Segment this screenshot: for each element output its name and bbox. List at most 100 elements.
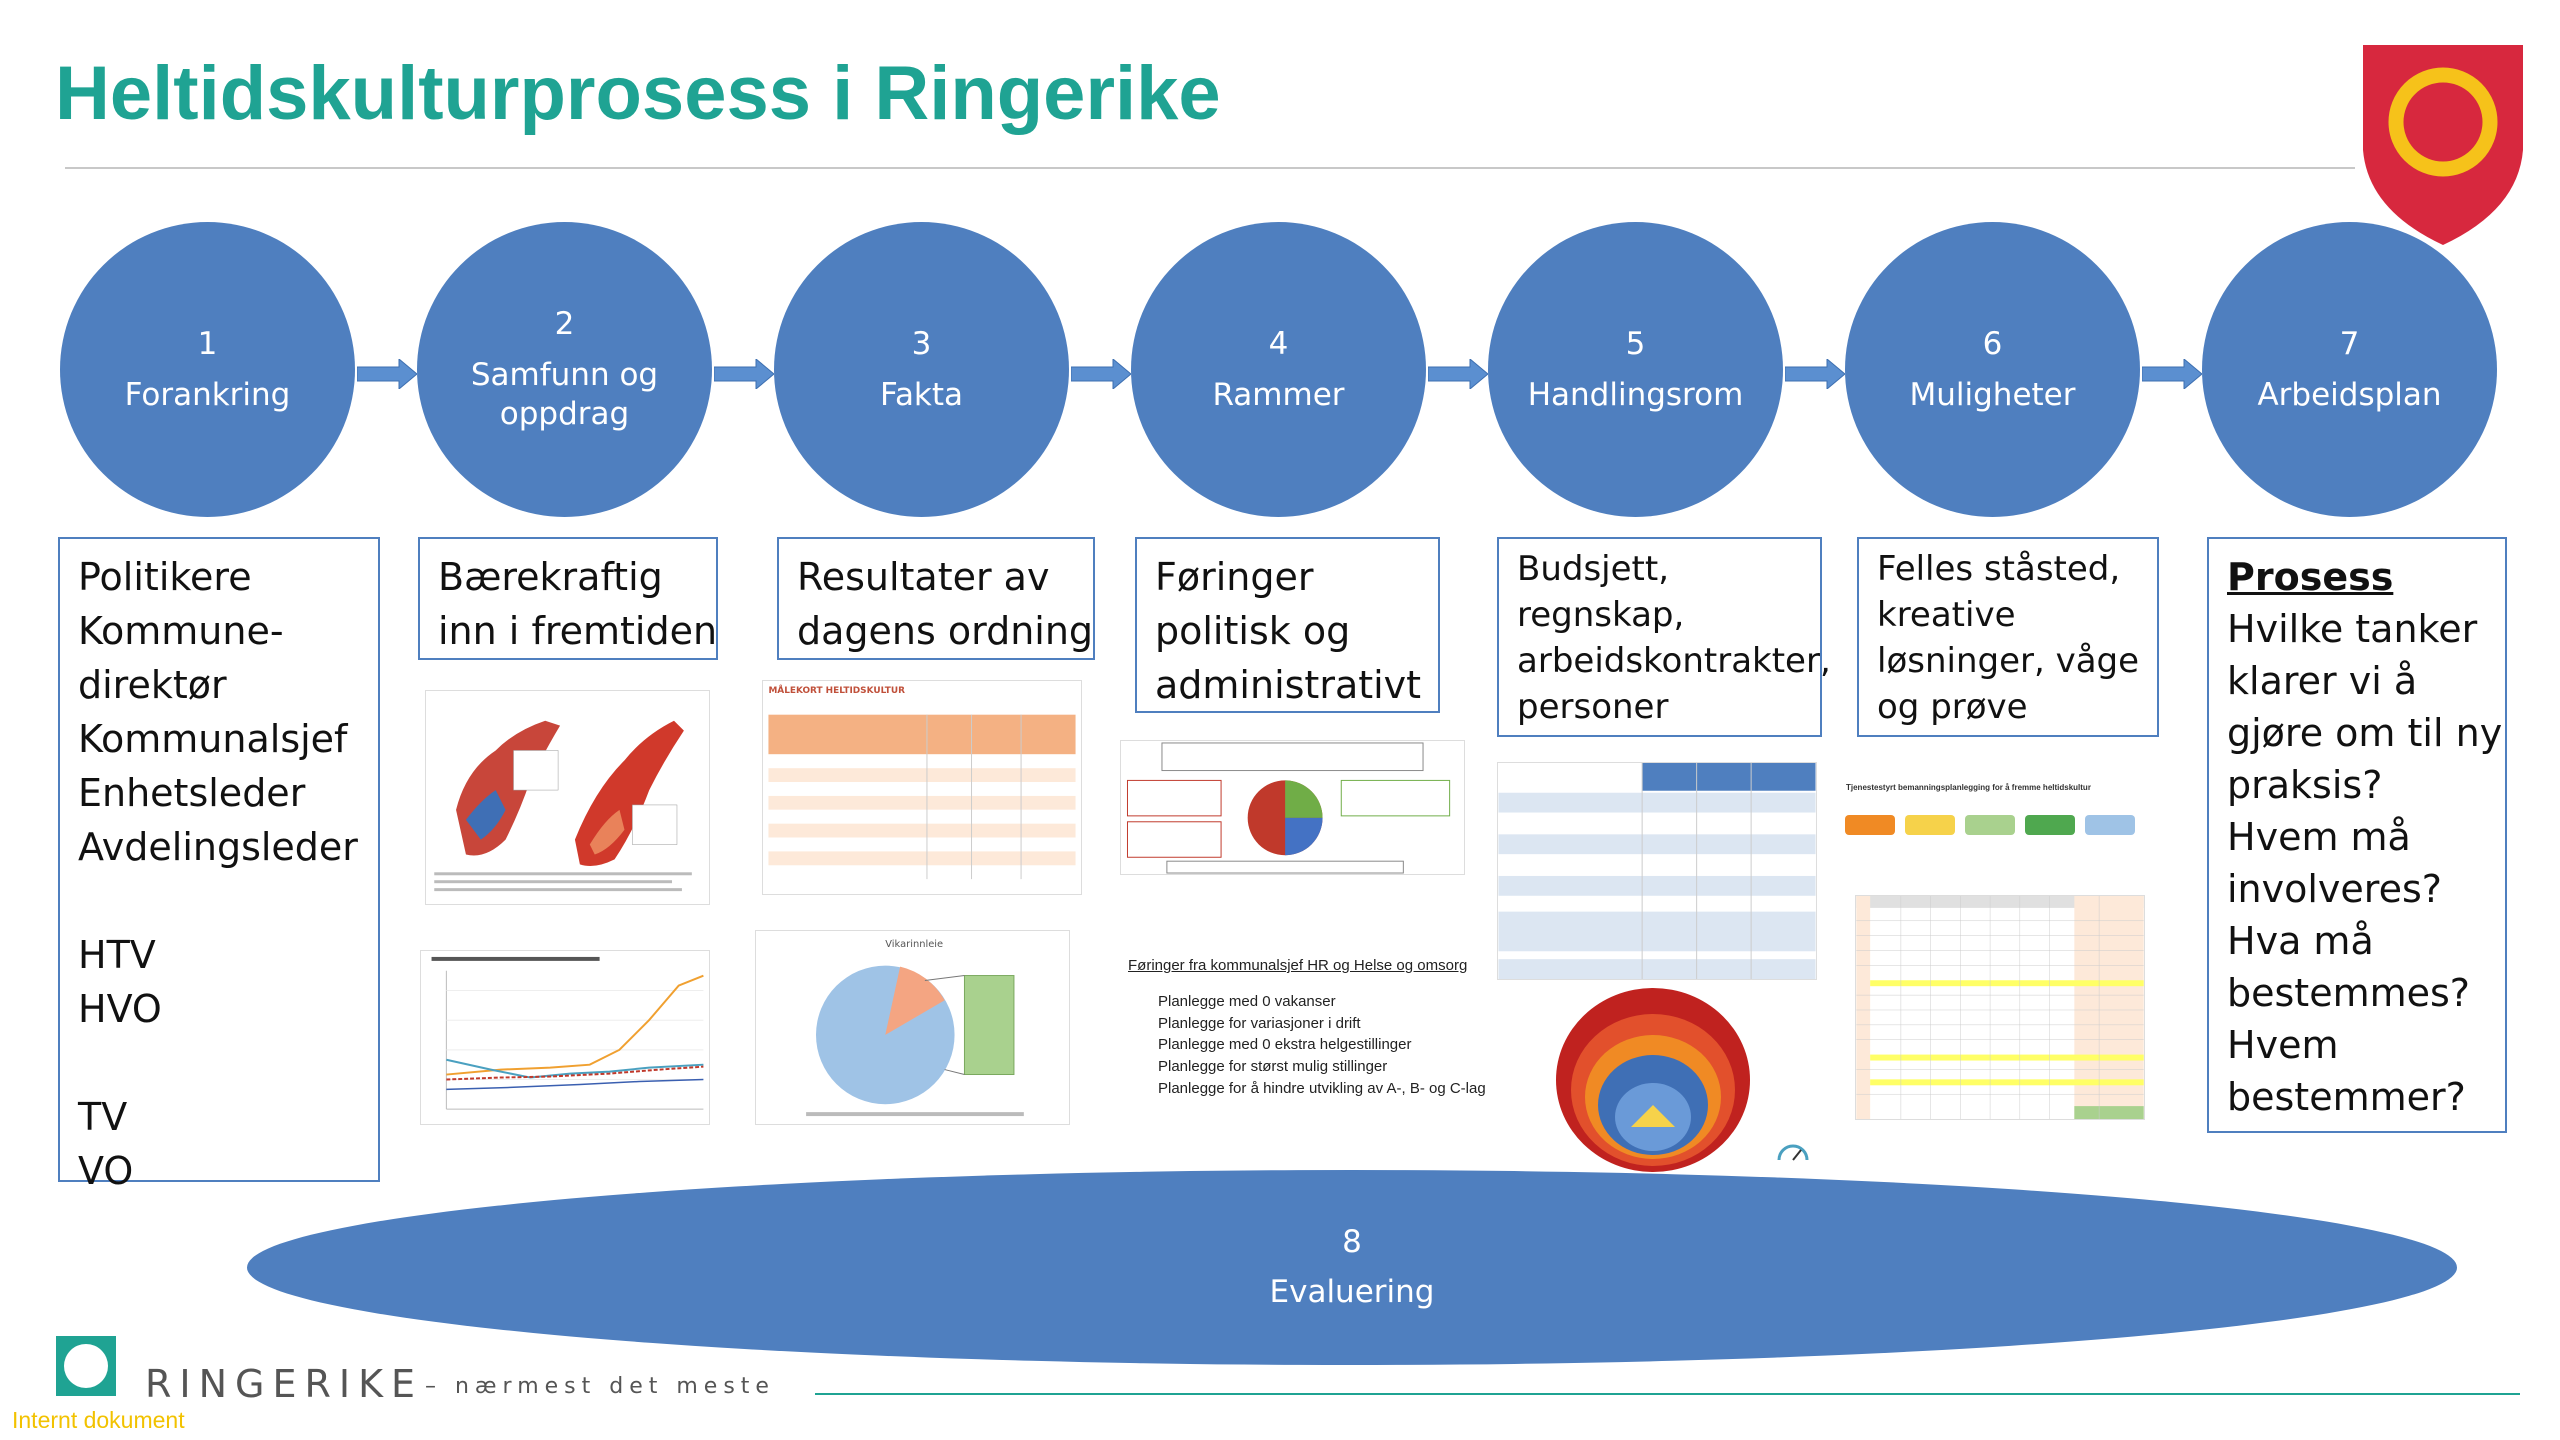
box-rammer: Føringer politisk og administrativt (1135, 537, 1440, 713)
step-label: Fakta (879, 376, 964, 413)
footer-brand: RINGERIKE (145, 1362, 424, 1406)
box-line: løsninger, våge (1877, 640, 2140, 681)
box-line: personer (1517, 686, 1669, 727)
box-line: Resultater av (797, 555, 1050, 599)
arrow-right-icon (714, 359, 774, 389)
box-arbeidsplan: Prosess Hvilke tanker klarer vi å gjøre … (2207, 537, 2507, 1133)
box-line: Hvilke tanker (2227, 607, 2478, 652)
box-line: direktør (78, 662, 227, 707)
vikarinnleie-pie-thumbnail: Vikarinnleie (755, 930, 1070, 1125)
step-number: 2 (554, 306, 575, 343)
box-line: HVO (78, 986, 162, 1031)
step-number: 3 (911, 325, 932, 362)
tjeneste-title: Tjenestestyrt bemanningsplanlegging for … (1846, 783, 2091, 792)
box-line: VO (78, 1148, 134, 1193)
step-number: 1 (197, 325, 218, 362)
title-divider (65, 167, 2355, 169)
process-flow-thumbnail (1845, 815, 2135, 835)
footer-tagline: – nærmest det meste (425, 1374, 775, 1399)
gauge-logo-icon (1777, 1144, 1809, 1161)
norway-map-thumbnail (425, 690, 710, 905)
arrow-right-icon (1785, 359, 1845, 389)
evaluation-label: Evaluering (1269, 1273, 1435, 1310)
box-line: Kommunalsjef (78, 716, 348, 761)
budget-table-thumbnail (1497, 762, 1817, 980)
vikar-title: Vikarinnleie (885, 939, 943, 950)
step-label: Arbeidsplan (2257, 376, 2442, 413)
step-label: Muligheter (1909, 376, 2076, 413)
step-label: Samfunn og oppdrag (470, 357, 659, 432)
box-forankring: Politikere Kommune- direktør Kommunalsje… (58, 537, 380, 1193)
box-samfunn: Bærekraftig inn i fremtiden (418, 537, 718, 660)
box-line: bestemmer? (2227, 1075, 2466, 1120)
box-line: Hvem (2227, 1023, 2339, 1068)
box-line: gjøre om til ny (2227, 711, 2503, 756)
box-line: arbeidskontrakter, (1517, 640, 1831, 681)
box-line: bestemmes? (2227, 971, 2470, 1016)
box-line: dagens ordning (797, 608, 1094, 653)
box-line: politisk og (1155, 608, 1351, 653)
step-number: 5 (1625, 325, 1646, 362)
list-item: Planlegge med 0 vakanser (1158, 992, 1336, 1010)
internal-document-label: Internt dokument (12, 1407, 185, 1433)
box-line: Politikere (78, 555, 252, 599)
box-line: Bærekraftig (438, 555, 663, 599)
box-line: regnskap, (1517, 594, 1685, 635)
box-line: involveres? (2227, 867, 2442, 912)
box-handlingsrom: Budsjett, regnskap, arbeidskontrakter, p… (1497, 537, 1831, 737)
box-line: Kommune- (78, 608, 284, 653)
box-line: praksis? (2227, 763, 2383, 808)
malekort-title: MÅLEKORT HELTIDSKULTUR (768, 685, 905, 696)
box-line: og prøve (1877, 686, 2028, 727)
list-item: Planlegge for størst mulig stillinger (1158, 1058, 1388, 1075)
step-label: Handlingsrom (1527, 376, 1744, 413)
box-line: kreative (1877, 594, 2016, 635)
schedule-grid-thumbnail (1855, 895, 2145, 1120)
box-line: inn i fremtiden (438, 608, 718, 653)
foringer-pie-thumbnail (1120, 740, 1465, 875)
list-item: Planlegge for å hindre utvikling av A-, … (1158, 1079, 1486, 1097)
ringerike-crest-icon (2363, 45, 2523, 245)
box-spacer (78, 1037, 360, 1091)
step-number: 4 (1268, 325, 1289, 362)
step-number: 6 (1982, 325, 2003, 362)
box-line: Hva må (2227, 919, 2374, 964)
foringer-heading: Føringer fra kommunalsjef HR og Helse og… (1128, 957, 1468, 974)
box-muligheter: Felles ståsted, kreative løsninger, våge… (1857, 537, 2159, 737)
step-circle-5: 5 Handlingsrom (1488, 222, 1783, 517)
box-line: Avdelingsleder (78, 824, 358, 869)
box-line: Felles ståsted, (1877, 549, 2121, 589)
box-line: HTV (78, 932, 156, 977)
foringer-list: Føringer fra kommunalsjef HR og Helse og… (1128, 955, 1486, 1100)
malekort-table-thumbnail: MÅLEKORT HELTIDSKULTUR (762, 680, 1082, 895)
page-title: Heltidskulturprosess i Ringerike (55, 51, 1221, 136)
ringerike-logo-icon (56, 1336, 116, 1396)
box-fakta: Resultater av dagens ordning (777, 537, 1095, 660)
box-spacer (78, 875, 360, 929)
box-line: TV (78, 1094, 128, 1139)
box-line: Hvem må (2227, 815, 2411, 860)
arrow-right-icon (357, 359, 417, 389)
evaluation-ellipse: 8 Evaluering (247, 1170, 2457, 1365)
step-circle-6: 6 Muligheter (1845, 222, 2140, 517)
box-line: Budsjett, (1517, 549, 1670, 589)
step-number: 7 (2339, 325, 2360, 362)
box-heading: Prosess (2227, 555, 2394, 599)
arrow-right-icon (2142, 359, 2202, 389)
box-line: Enhetsleder (78, 770, 306, 815)
arrow-right-icon (1071, 359, 1131, 389)
foringer-spacer (1128, 977, 1468, 991)
target-circles-thumbnail (1556, 988, 1750, 1172)
list-item: Planlegge for variasjoner i drift (1158, 1014, 1361, 1032)
list-item: Planlegge med 0 ekstra helgestillinger (1158, 1036, 1412, 1054)
box-line: administrativt (1155, 662, 1422, 707)
step-label: Rammer (1212, 376, 1345, 413)
evaluation-number: 8 (1342, 1223, 1362, 1260)
footer-rule (815, 1393, 2520, 1395)
step-label: Forankring (124, 376, 291, 413)
step-circle-4: 4 Rammer (1131, 222, 1426, 517)
step-circle-2: 2 Samfunn og oppdrag (417, 222, 712, 517)
line-chart-thumbnail (420, 950, 710, 1125)
box-line: Føringer (1155, 555, 1314, 599)
box-line: klarer vi å (2227, 659, 2418, 704)
